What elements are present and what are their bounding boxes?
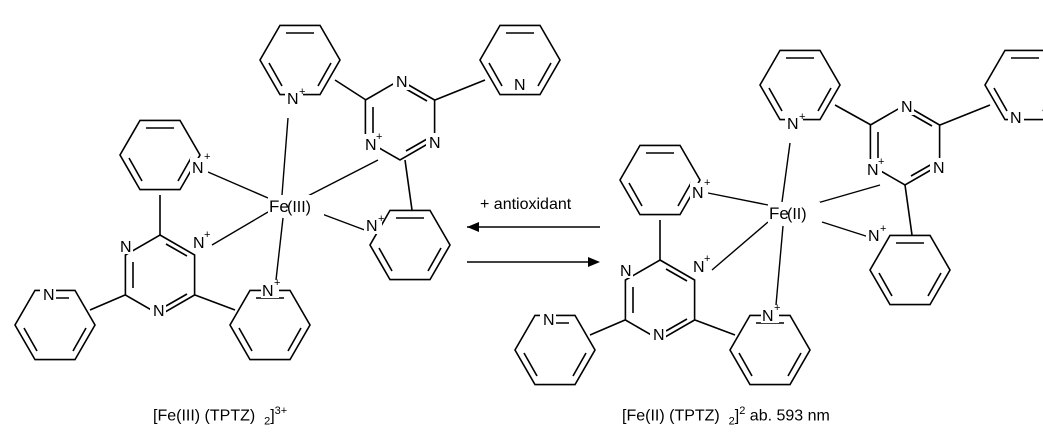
nitrogen-label: N xyxy=(762,308,774,325)
caption-formula: [Fe(II) (TPTZ) xyxy=(622,407,720,425)
nitrogen-label: N xyxy=(429,135,441,152)
nitrogen-label: N xyxy=(153,303,165,320)
iron-label: Fe xyxy=(269,197,289,216)
nitrogen-label: N xyxy=(933,160,945,177)
pyridine-ring xyxy=(259,24,341,96)
caption-bracket: ] xyxy=(734,407,740,425)
right-complex: N + N N N + N N + N + N N + N N xyxy=(514,49,1043,386)
charge-label: + xyxy=(378,213,384,225)
charge-label: + xyxy=(774,302,780,314)
charge-label: + xyxy=(878,156,884,168)
charge-label: + xyxy=(376,131,382,143)
nitrogen-label: N xyxy=(514,77,526,94)
nitrogen-label: N xyxy=(653,327,665,344)
nitrogen-label: N xyxy=(120,239,132,256)
nitrogen-label: N xyxy=(901,99,913,116)
oxidation-state: (II) xyxy=(787,206,807,223)
caption-subscript: 2 xyxy=(264,415,271,428)
pyridine-ring xyxy=(729,314,811,386)
nitrogen-label: N xyxy=(365,137,377,154)
charge-label: + xyxy=(704,177,710,189)
pyridine-ring xyxy=(229,289,311,361)
caption-bracket: ] xyxy=(270,407,275,425)
charge-label: + xyxy=(704,253,710,265)
nitrogen-label: N xyxy=(193,235,205,252)
caption-wavelength: ab. 593 nm xyxy=(745,407,830,425)
nitrogen-label: N xyxy=(262,283,274,300)
nitrogen-label: N xyxy=(366,218,378,235)
iron-label: Fe xyxy=(769,204,789,223)
nitrogen-label: N xyxy=(543,312,555,329)
nitrogen-label: N xyxy=(1010,110,1022,127)
nitrogen-label: N xyxy=(396,74,408,91)
nitrogen-label: N xyxy=(287,91,299,108)
left-complex: N + N N N + N N + N + N N + N N xyxy=(14,24,561,361)
right-complex-caption: [Fe(II) (TPTZ) 2]2 ab. 593 nm xyxy=(622,405,830,428)
caption-subscript: 2 xyxy=(728,415,735,428)
caption-charge: 3+ xyxy=(274,405,288,417)
reaction-condition: + antioxidant xyxy=(480,196,572,213)
caption-formula: [Fe(III) (TPTZ) xyxy=(153,407,256,425)
pyridine-ring xyxy=(869,234,951,306)
charge-label: + xyxy=(204,229,210,241)
charge-label: + xyxy=(274,277,280,289)
nitrogen-label: N xyxy=(43,287,55,304)
oxidation-state: (III) xyxy=(287,199,311,216)
charge-label: + xyxy=(799,111,805,123)
left-complex-caption: [Fe(III) (TPTZ) 2]3+ xyxy=(153,405,287,428)
nitrogen-label: N xyxy=(867,162,879,179)
nitrogen-label: N xyxy=(693,259,705,276)
pyridine-ring xyxy=(759,49,841,121)
caption-charge: 2 xyxy=(739,405,746,417)
equilibrium-arrows xyxy=(467,222,600,267)
nitrogen-label: N xyxy=(868,228,880,245)
nitrogen-label: N xyxy=(692,185,704,202)
pyridine-ring xyxy=(119,119,201,191)
nitrogen-label: N xyxy=(620,263,632,280)
nitrogen-label: N xyxy=(787,116,799,133)
pyridine-ring xyxy=(619,144,701,216)
charge-label: + xyxy=(204,151,210,163)
charge-label: + xyxy=(299,86,305,98)
nitrogen-label: N xyxy=(192,160,204,177)
charge-label: + xyxy=(880,223,886,235)
